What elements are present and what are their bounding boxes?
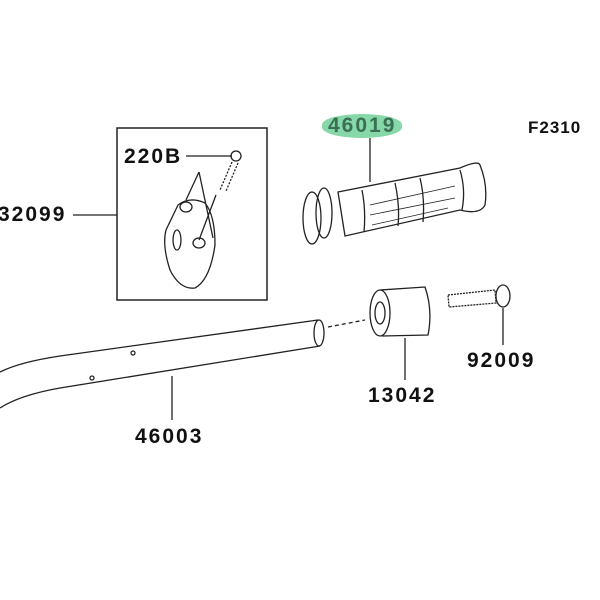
part-label-13042[interactable]: 13042: [368, 384, 437, 407]
bolt-drawing: [447, 284, 511, 308]
part-label-92009[interactable]: 92009: [467, 349, 536, 372]
part-label-32099[interactable]: 32099: [0, 203, 67, 226]
handlebar-drawing: [0, 319, 325, 409]
bar-end-weight-drawing: [369, 286, 431, 337]
diagram-code: F2310: [528, 118, 582, 137]
holder-drawing: [164, 199, 216, 289]
holder-assembly-box: [116, 127, 268, 301]
part-label-46003[interactable]: 46003: [135, 425, 204, 448]
part-label-46019-highlighted[interactable]: 46019: [322, 114, 403, 138]
part-label-220B[interactable]: 220B: [124, 145, 183, 168]
grip-drawing: [302, 162, 487, 245]
assembly-line: [327, 319, 366, 328]
